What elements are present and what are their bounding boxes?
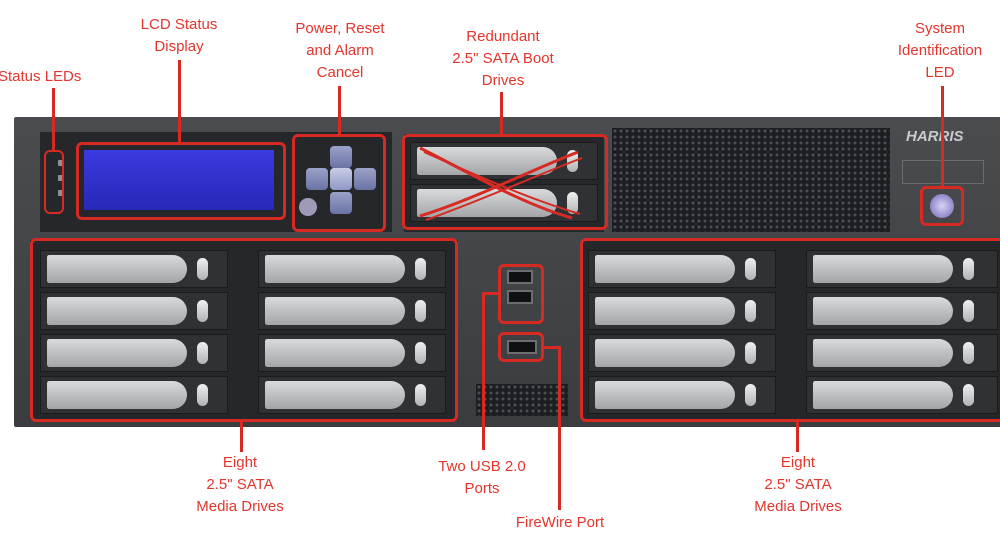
leader-line	[240, 422, 243, 452]
usb-port[interactable]	[507, 270, 533, 284]
leader-line	[482, 292, 500, 295]
media-drive	[806, 292, 998, 330]
leader-line	[558, 346, 561, 510]
usb-highlight	[498, 264, 544, 324]
media-drive	[258, 334, 446, 372]
system-id-highlight	[920, 186, 964, 226]
leader-line	[796, 422, 799, 452]
crossed-out-mark	[419, 146, 583, 221]
vent-grille	[612, 128, 890, 232]
status-leds-label: Status LEDs	[0, 68, 82, 85]
firewire-port[interactable]	[507, 340, 537, 354]
up-button[interactable]	[330, 146, 352, 168]
boot-drives-highlight	[402, 134, 608, 230]
media-drive	[806, 334, 998, 372]
media-drive	[258, 292, 446, 330]
media-drive	[258, 250, 446, 288]
media-drive	[40, 376, 228, 414]
leader-line	[482, 292, 485, 450]
firewire-port-label: FireWire Port	[515, 514, 605, 531]
lcd-status-display	[84, 150, 274, 210]
media-drive	[40, 292, 228, 330]
leader-line	[52, 88, 55, 150]
media-drive	[588, 334, 776, 372]
leader-line	[178, 60, 181, 142]
leader-line	[941, 86, 944, 186]
controls-highlight	[292, 134, 386, 232]
status-led	[58, 160, 64, 166]
brand-logo: HARRIS	[906, 128, 964, 145]
media-drive	[806, 376, 998, 414]
center-grille	[476, 384, 568, 416]
firewire-highlight	[498, 332, 544, 362]
media-drive	[258, 376, 446, 414]
left-button[interactable]	[306, 168, 328, 190]
media-drive	[40, 334, 228, 372]
media-drive	[588, 250, 776, 288]
right-button[interactable]	[354, 168, 376, 190]
media-drive	[588, 292, 776, 330]
leader-line	[338, 86, 341, 134]
system-id-led	[930, 194, 954, 218]
enter-button[interactable]	[330, 168, 352, 190]
left-drives-highlight	[30, 238, 458, 422]
leader-line	[500, 92, 503, 134]
down-button[interactable]	[330, 192, 352, 214]
usb-port[interactable]	[507, 290, 533, 304]
media-drive	[588, 376, 776, 414]
lcd-highlight	[76, 142, 286, 220]
media-drive	[40, 250, 228, 288]
power-button[interactable]	[299, 198, 317, 216]
right-drives-highlight	[580, 238, 1000, 422]
status-leds-highlight	[44, 150, 64, 214]
status-led	[58, 190, 64, 196]
leader-line	[542, 346, 560, 349]
media-drive	[806, 250, 998, 288]
status-led	[58, 175, 64, 181]
